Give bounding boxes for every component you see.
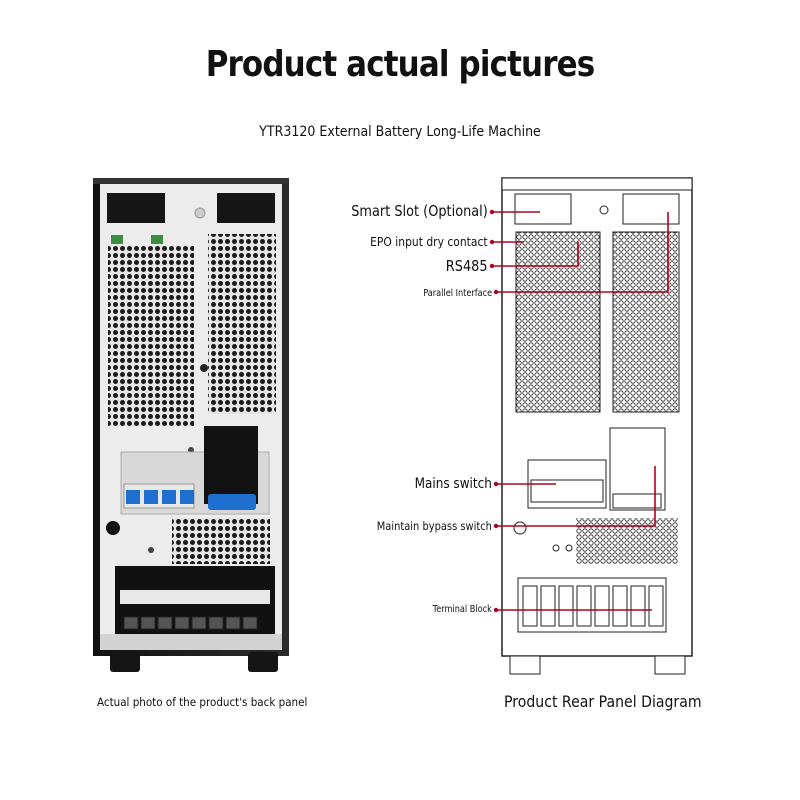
rs485-connector — [151, 235, 163, 244]
diagram-lower-vent — [576, 518, 678, 564]
parallel-slot-cover — [217, 193, 275, 223]
lower-vent-grid — [172, 518, 270, 564]
photo-caption: Actual photo of the product's back panel — [97, 695, 308, 709]
epo-connector — [111, 235, 123, 244]
page-title: Product actual pictures — [205, 44, 595, 85]
leader-rs485 — [492, 242, 579, 267]
callout-parallel: Parallel Interface — [423, 288, 492, 299]
callout-mains: Mains switch — [414, 476, 492, 492]
foot-right — [248, 652, 278, 672]
page-subtitle: YTR3120 External Battery Long-Life Machi… — [259, 124, 541, 140]
smart-slot-cover — [107, 193, 165, 223]
left-vent-grid — [108, 246, 194, 426]
mains-breakers — [126, 490, 194, 504]
bypass-switch — [208, 494, 256, 510]
diagram-parallel-slot — [622, 193, 680, 225]
callout-epo: EPO input dry contact — [370, 234, 488, 249]
bypass-cover — [204, 426, 258, 504]
callout-rs485: RS485 — [446, 257, 488, 275]
diagram-foot-right — [654, 655, 686, 675]
diagram-smart-slot — [514, 193, 572, 225]
foot-left — [110, 652, 140, 672]
leader-bypass — [496, 466, 656, 527]
leader-parallel — [496, 212, 669, 293]
right-vent-grid — [208, 234, 276, 414]
diagram-right-vent — [612, 231, 680, 413]
callout-smart-slot: Smart Slot (Optional) — [351, 202, 488, 220]
leader-lines — [492, 211, 669, 611]
callout-terminal: Terminal Block — [432, 604, 492, 615]
diagram-foot-left — [509, 655, 541, 675]
callout-bypass: Maintain bypass switch — [376, 519, 492, 533]
diagram-caption: Product Rear Panel Diagram — [504, 692, 702, 711]
diagram-left-vent — [515, 231, 601, 413]
